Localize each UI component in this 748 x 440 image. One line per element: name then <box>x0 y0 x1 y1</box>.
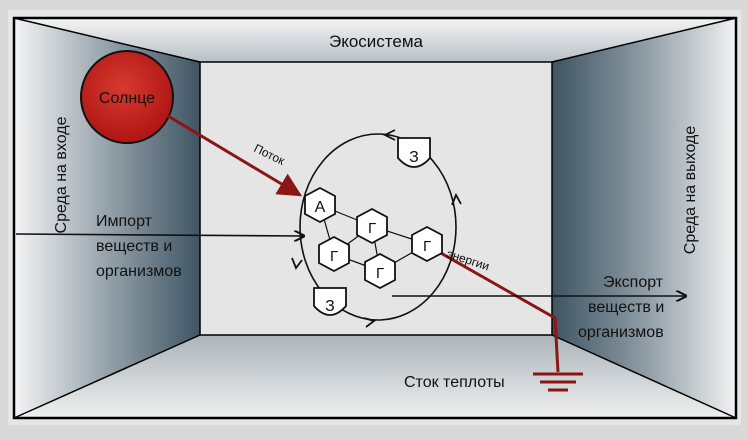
node-heterotroph-3: Г <box>364 252 396 290</box>
cycle-arrow-right <box>451 192 462 206</box>
node-storage-top-label: З <box>409 149 419 166</box>
export-label-line1: Экспорт <box>603 274 664 291</box>
export-label-line3: организмов <box>578 324 664 341</box>
import-arrow <box>15 234 304 236</box>
node-storage-bottom: З <box>313 287 347 316</box>
node-heterotroph-2: Г <box>318 235 350 273</box>
heat-sink-label: Сток теплоты <box>404 374 505 391</box>
right-wall <box>552 18 736 418</box>
diagram-title: Экосистема <box>329 32 424 51</box>
export-label-line2: веществ и <box>588 299 664 316</box>
floor <box>14 335 736 418</box>
ceiling <box>14 18 736 62</box>
sun-label: Солнце <box>99 90 155 107</box>
output-environment-label: Среда на выходе <box>682 126 699 255</box>
import-label-line1: Импорт <box>96 213 153 230</box>
import-label-line2: веществ и <box>96 238 172 255</box>
input-environment-label: Среда на входе <box>53 116 70 233</box>
node-heterotroph-4: Г <box>411 225 443 263</box>
cycle-arrow-left <box>291 257 303 270</box>
back-wall <box>200 62 552 335</box>
node-storage-bottom-label: З <box>325 298 335 315</box>
energy-inflow-arrow <box>167 114 303 197</box>
node-autotroph: А <box>304 186 336 224</box>
node-heterotroph-2-label: Г <box>330 248 338 265</box>
heat-sink-symbol <box>533 372 583 392</box>
node-heterotroph-4-label: Г <box>423 238 431 255</box>
nutrient-cycle-loop <box>299 133 457 321</box>
frame-lines <box>12 16 738 420</box>
node-storage-top: З <box>397 137 431 168</box>
node-autotroph-label: А <box>315 199 326 216</box>
sun-circle <box>80 50 174 144</box>
node-heterotroph-3-label: Г <box>376 265 384 282</box>
node-heterotroph-1: Г <box>356 207 388 245</box>
import-label-line3: организмов <box>96 263 182 280</box>
cycle-arrow-bottom <box>363 317 376 328</box>
cycle-arrow-top <box>382 129 396 141</box>
node-heterotroph-1-label: Г <box>368 220 376 237</box>
energy-outflow-line <box>431 246 560 373</box>
